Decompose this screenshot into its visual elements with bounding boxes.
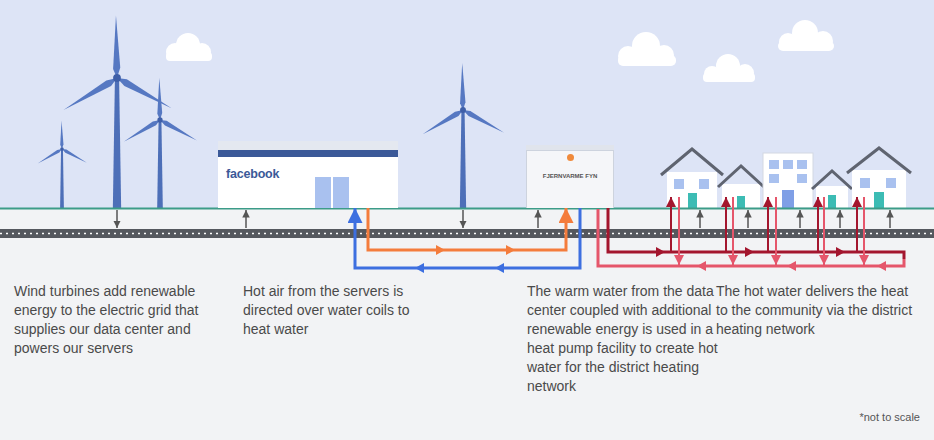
power-arrow: [889, 210, 891, 228]
branch-pipe: [856, 197, 858, 252]
warm-water-pipe: [368, 208, 566, 250]
data-center-building: facebook: [218, 150, 398, 208]
power-arrow: [116, 210, 118, 228]
sign-text: FJERNVARME FYN: [543, 173, 598, 179]
branch-pipe: [678, 197, 680, 265]
heat-pump-building: FJERNVARME FYN: [526, 150, 614, 208]
building-roof: [218, 141, 398, 150]
branch-pipe: [823, 197, 825, 265]
wind-turbine: [122, 78, 198, 208]
wind-turbine: [61, 16, 173, 208]
power-arrow: [462, 210, 464, 228]
branch-pipe: [817, 197, 819, 252]
wind-turbine: [37, 121, 88, 208]
house: [763, 153, 813, 208]
ground-line: [0, 208, 934, 210]
wind-turbines: [37, 16, 505, 208]
caption: Hot air from the servers is directed ove…: [243, 282, 439, 339]
flow-arrowhead: [836, 247, 845, 257]
power-arrows: [117, 210, 890, 228]
branch-pipe: [767, 197, 769, 252]
cloud: [703, 54, 755, 82]
power-arrow: [245, 210, 247, 228]
cloud: [778, 20, 834, 51]
cloud: [618, 32, 676, 66]
cool-water-pipe: [355, 208, 580, 268]
logo-mark: [567, 154, 574, 161]
flow-arrowhead: [745, 247, 754, 257]
flow-arrowhead: [877, 261, 886, 271]
return-pipe: [598, 209, 904, 266]
house-branches: [671, 197, 864, 265]
note: *not to scale: [859, 410, 920, 424]
flow-arrowhead: [697, 261, 706, 271]
caption: Wind turbines add renewable energy to th…: [14, 282, 214, 358]
road: [0, 229, 934, 238]
flow-arrowhead: [787, 261, 796, 271]
power-arrow: [839, 210, 841, 228]
houses: [661, 148, 911, 208]
supply-pipe: [608, 208, 904, 259]
branch-pipe: [863, 197, 865, 265]
caption: The hot water delivers the heat to the c…: [716, 282, 921, 339]
branch-pipe: [670, 197, 672, 252]
branch-pipe: [775, 197, 777, 265]
power-arrow: [537, 210, 539, 228]
house: [718, 166, 764, 208]
wind-turbine: [421, 63, 505, 208]
power-arrow: [799, 210, 801, 228]
logo-text: facebook: [226, 167, 279, 181]
branch-pipe: [725, 197, 727, 252]
door-divider: [331, 177, 333, 208]
power-arrow: [699, 210, 701, 228]
cloud: [166, 33, 212, 61]
district-heating-pipes: [598, 208, 904, 266]
flow-arrowhead: [656, 247, 665, 257]
branch-pipe: [732, 197, 734, 265]
power-arrow: [747, 210, 749, 228]
clouds: [166, 20, 834, 82]
sky: [0, 0, 934, 209]
ground: [0, 209, 934, 440]
road-marking: [0, 233, 934, 235]
caption: The warm water from the data center coup…: [527, 282, 732, 396]
